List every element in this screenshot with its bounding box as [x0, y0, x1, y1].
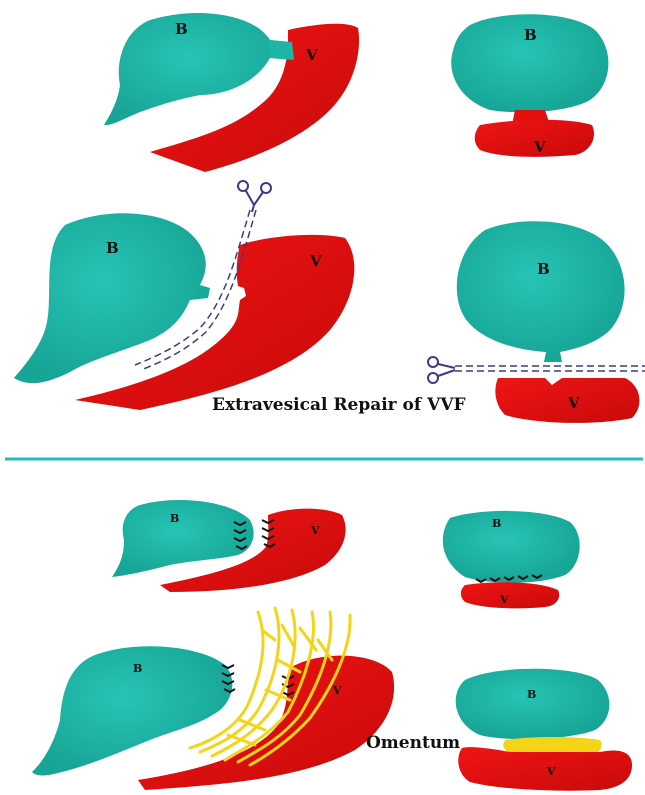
- panel-coronal-fistula: B V: [451, 14, 608, 157]
- dissection-plane: [455, 366, 645, 371]
- bladder-shape: [443, 511, 580, 583]
- bladder-label: B: [106, 239, 119, 257]
- caption-extravesical: Extravesical Repair of VVF: [212, 395, 466, 415]
- vagina-label: V: [309, 252, 322, 270]
- bladder-label: B: [133, 662, 142, 675]
- vagina-label: V: [546, 765, 556, 778]
- bladder-label: B: [170, 512, 179, 525]
- caption-omentum: Omentum: [366, 733, 460, 753]
- bladder-label: B: [492, 517, 501, 530]
- bladder-shape: [456, 669, 610, 739]
- panel-sagittal-dissection: B V: [14, 181, 354, 410]
- omentum-flap: [503, 737, 601, 754]
- panel-sagittal-omentum: B V: [32, 608, 394, 790]
- panel-sagittal-fistula: B V: [104, 13, 359, 172]
- panel-coronal-sutured: B V: [443, 511, 580, 608]
- scissors-icon: [238, 181, 271, 212]
- vagina-label: V: [332, 684, 342, 697]
- bladder-shape: [457, 221, 625, 362]
- fistula-tract: [268, 40, 294, 60]
- bladder-label: B: [537, 260, 550, 278]
- panel-sagittal-sutured: B V: [112, 500, 346, 592]
- scissors-icon: [428, 357, 455, 383]
- vagina-shape: [461, 582, 559, 608]
- bladder-label: B: [175, 20, 188, 38]
- vagina-label: V: [533, 138, 546, 156]
- vagina-label: V: [310, 524, 320, 537]
- vagina-label: V: [305, 46, 318, 64]
- panel-coronal-dissection: B V: [428, 221, 645, 423]
- bladder-label: B: [524, 26, 537, 44]
- vagina-shape: [458, 747, 632, 791]
- vagina-label: V: [499, 593, 509, 606]
- panel-coronal-omentum: B V: [456, 669, 632, 791]
- bladder-label: B: [527, 688, 536, 701]
- bladder-shape: [112, 500, 254, 577]
- vagina-label: V: [567, 394, 580, 412]
